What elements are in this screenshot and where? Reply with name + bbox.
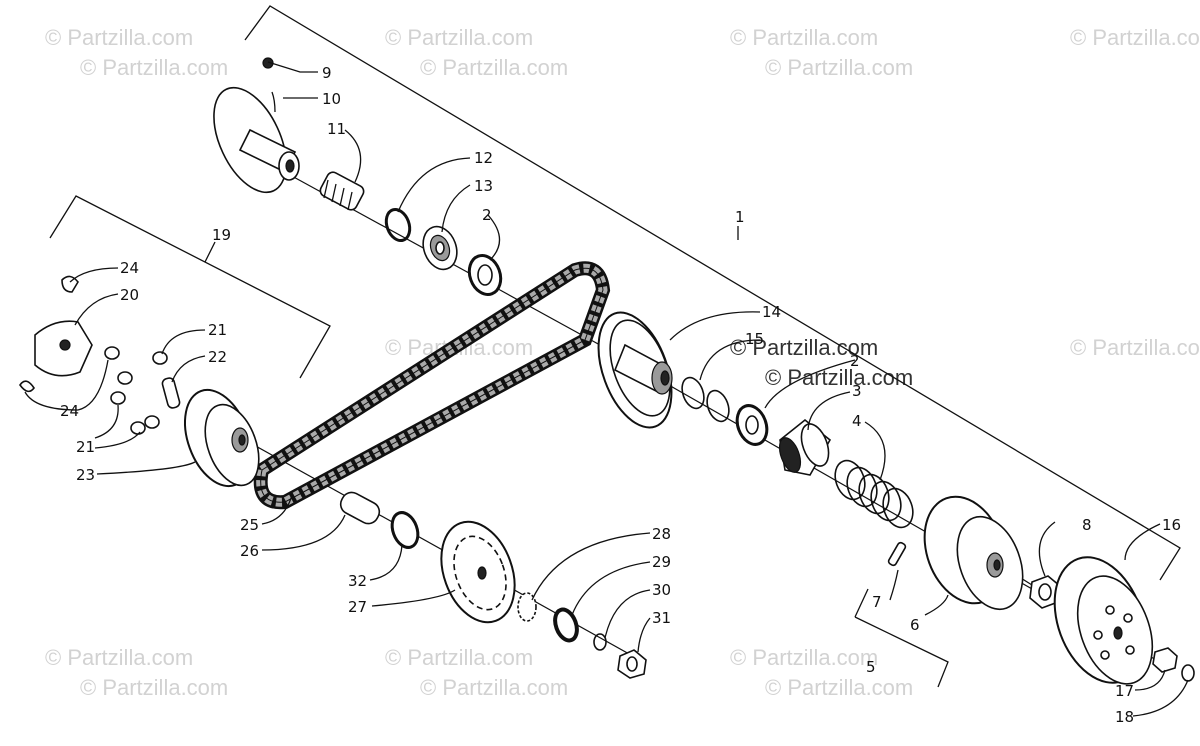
fixed-drive-face-fan [440,520,516,624]
bushing [339,491,381,525]
callout-label: 22 [208,348,227,366]
callout-label: 10 [322,90,341,108]
callout-label: 23 [76,466,95,484]
callout-labels: 1 2 2 3 4 5 6 7 8 9 10 11 12 13 14 15 16… [60,64,1181,726]
callout-label: 21 [208,321,227,339]
clutch-assembly [923,495,1024,611]
watermark: © Partzilla.com [730,25,878,50]
watermark: © Partzilla.com [765,55,913,80]
lock-washer [553,607,579,643]
callout-label: 16 [1162,516,1181,534]
callout-label: 21 [76,438,95,456]
watermark: © Partzilla.com [80,55,228,80]
callout-label: 24 [120,259,139,277]
seal-upper [467,254,503,296]
callout-label: 12 [474,149,493,167]
callout-label: 13 [474,177,493,195]
watermark: © Partzilla.com [45,645,193,670]
watermark: © Partzilla.com [1070,25,1200,50]
o-rings [681,376,730,423]
callout-label: 31 [652,609,671,627]
drive-pulley-face [213,57,300,194]
callout-label: 32 [348,572,367,590]
watermark: © Partzilla.com [80,675,228,700]
small-spring [887,541,907,567]
callout-label: 4 [852,412,862,430]
watermark-layer: © Partzilla.com © Partzilla.com © Partzi… [45,25,1200,700]
callout-label: 15 [745,330,764,348]
callout-label: 8 [1082,516,1092,534]
callout-label: 29 [652,553,671,571]
watermark: © Partzilla.com [45,25,193,50]
collar-22 [161,377,181,409]
drum-nut [1152,647,1195,682]
callout-label: 26 [240,542,259,560]
watermark: © Partzilla.com [730,335,878,360]
plain-washer [593,633,607,651]
watermark: © Partzilla.com [385,25,533,50]
callout-label: 2 [850,352,860,370]
leader-lines [24,61,1189,717]
drive-belt [253,261,611,510]
nut [1029,575,1061,609]
ball-bearing [422,225,458,271]
watermark: © Partzilla.com [765,365,913,390]
callout-label: 6 [910,616,920,634]
callout-label: 11 [327,120,346,138]
callout-label: 30 [652,581,671,599]
watermark: © Partzilla.com [420,675,568,700]
needle-bearing [319,171,365,211]
watermark: © Partzilla.com [765,675,913,700]
callout-label: 25 [240,516,259,534]
group-brackets [49,5,1181,688]
callout-label: 3 [852,382,862,400]
callout-label: 5 [866,658,876,676]
callout-label: 1 [735,208,745,226]
watermark: © Partzilla.com [1070,335,1200,360]
snap-ring [384,208,412,242]
axis-lines [244,174,1166,666]
flange-nut [617,649,647,679]
spring-seat [778,418,832,476]
callout-label: 7 [872,593,882,611]
watermark: © Partzilla.com [385,645,533,670]
watermark: © Partzilla.com [730,645,878,670]
callout-label: 17 [1115,682,1134,700]
callout-label: 2 [482,206,492,224]
callout-label: 19 [212,226,231,244]
movable-drive-face [184,388,260,488]
washer-32 [390,511,420,549]
callout-label: 18 [1115,708,1134,726]
clutch-drum [1053,556,1154,685]
callout-label: 14 [762,303,781,321]
clutch-spring [834,459,914,529]
driven-pulley [597,311,673,429]
star-washer [517,592,537,622]
callout-label: 9 [322,64,332,82]
watermark: © Partzilla.com [420,55,568,80]
rollers [104,346,168,435]
callout-label: 28 [652,525,671,543]
callout-label: 24 [60,402,79,420]
callout-label: 27 [348,598,367,616]
variator-ramp-plate [19,275,93,393]
callout-label: 20 [120,286,139,304]
seal-lower [735,404,769,446]
